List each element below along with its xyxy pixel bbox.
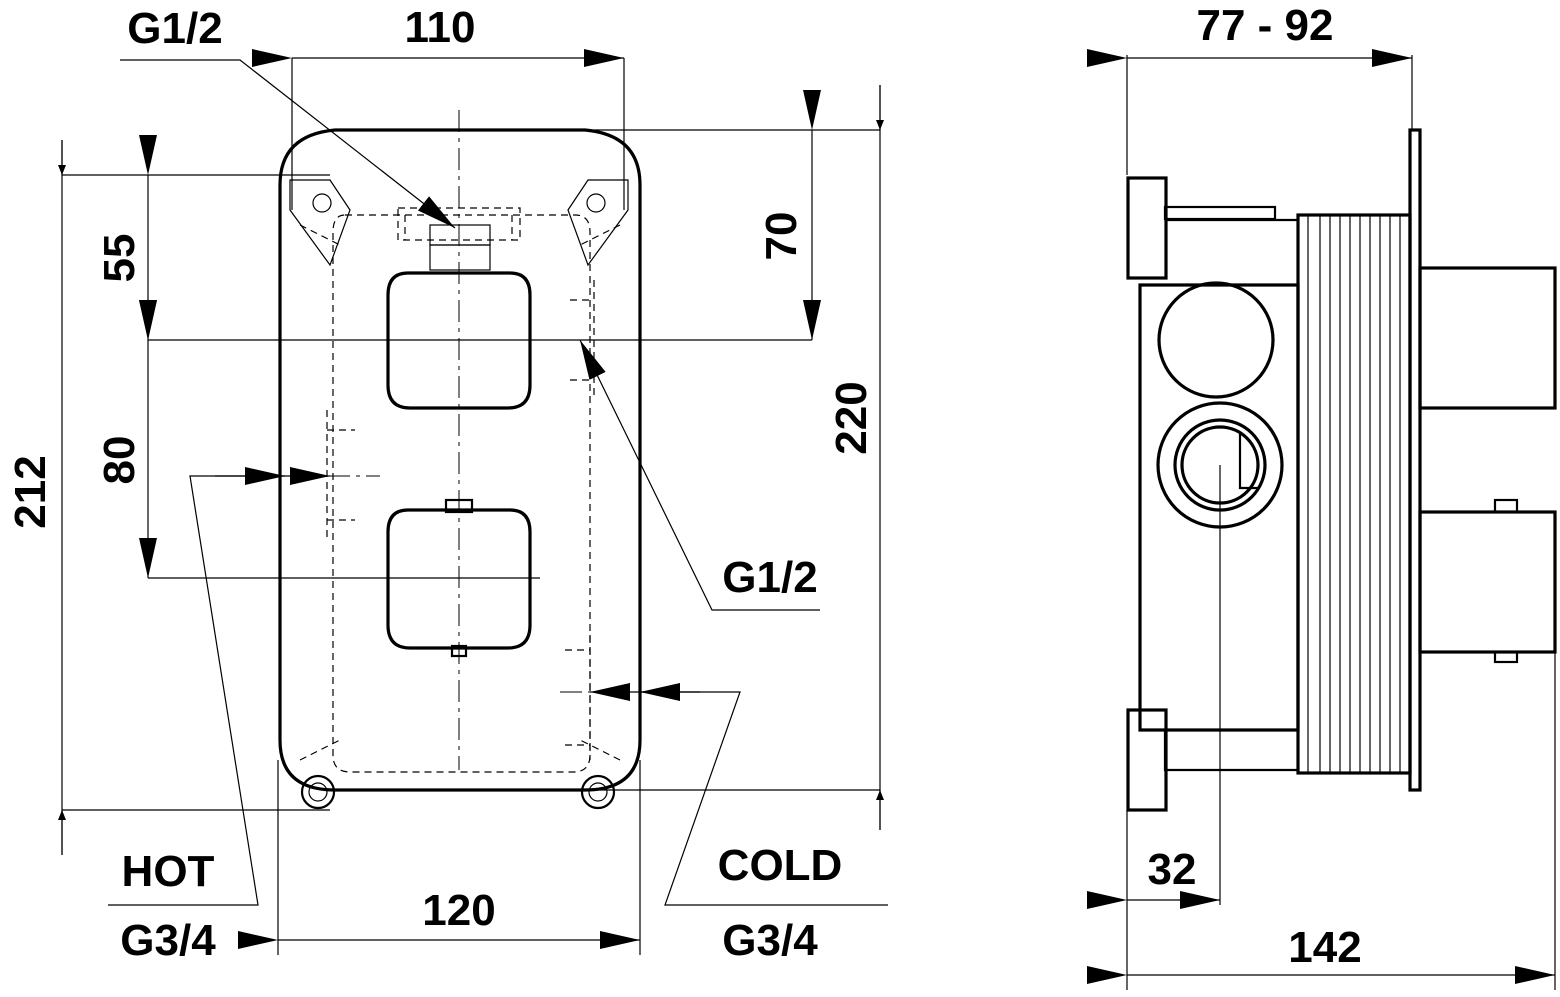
dim-inlet-offset: 32 (1148, 845, 1197, 894)
dim-right-height: 220 (827, 381, 876, 454)
front-dimensions: 110 120 212 55 80 70 220 (6, 3, 884, 955)
lower-spindle (1418, 510, 1557, 654)
dim-valve-spacing: 80 (95, 436, 144, 485)
cold-label: COLD (718, 841, 843, 890)
hot-label: HOT (122, 847, 215, 896)
dim-top-width: 110 (405, 3, 476, 52)
upper-valve-knob (386, 271, 532, 410)
upper-port (1157, 281, 1275, 399)
outlet-right-label: G1/2 (722, 553, 817, 602)
upper-spindle (1418, 266, 1557, 410)
front-body-outline (278, 128, 642, 792)
dim-left-height: 212 (6, 455, 55, 528)
cold-thread: G3/4 (722, 916, 818, 965)
dim-bottom-width: 120 (422, 886, 495, 935)
side-view (1126, 128, 1557, 812)
dim-depth-range: 77 - 92 (1197, 1, 1334, 50)
lower-valve-knob (386, 508, 532, 650)
mounting-holes (289, 179, 629, 810)
front-view (278, 110, 642, 810)
leader-labels: G1/2 G1/2 HOT G3/4 COLD G3/4 (108, 4, 888, 965)
inner-housing-dashed (332, 214, 591, 773)
dim-total-depth: 142 (1288, 923, 1361, 972)
hot-thread: G3/4 (120, 916, 216, 965)
side-dimensions: 77 - 92 142 32 (1087, 1, 1556, 990)
dim-top-offset: 70 (757, 212, 806, 261)
outlet-top-label: G1/2 (127, 4, 222, 53)
side-body-outline (1138, 283, 1300, 732)
dim-upper-spacing: 55 (95, 234, 144, 283)
